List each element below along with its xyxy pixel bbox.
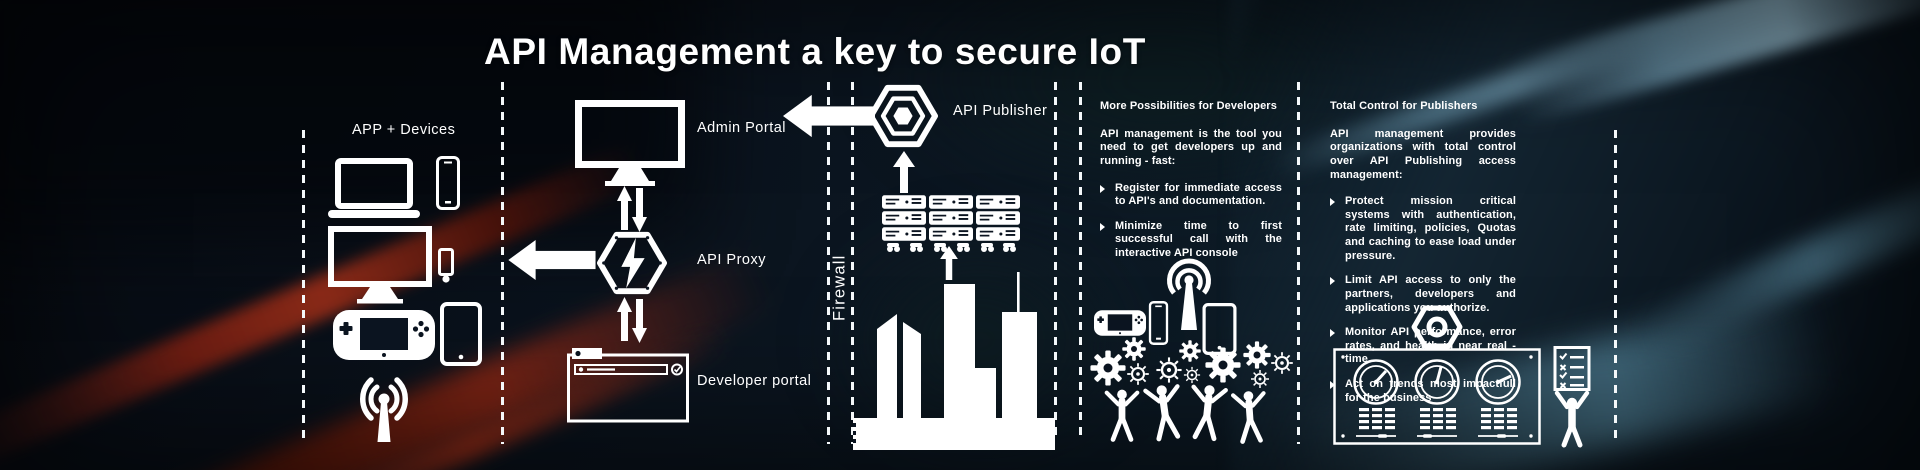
server-rack-icon [882,195,1020,252]
gear-icon [1179,340,1201,362]
section-divider [501,82,504,444]
publishers-heading: Total Control for Publishers [1330,100,1478,112]
bullet-item: Register for immediate access to API's a… [1100,182,1282,209]
monitor-icon [328,226,432,304]
tablet-icon [440,302,482,366]
celebrating-person-icon [1185,382,1229,446]
bullet-marker [1100,222,1105,231]
publishers-intro: API management provides organizations wi… [1330,127,1516,181]
bullet-marker [1330,277,1335,286]
bullet-marker [1100,184,1105,193]
bullet-text: Protect mission critical systems with au… [1345,195,1516,262]
bullet-text: Limit API access to only the partners, d… [1345,274,1516,314]
wifi-antenna-icon [360,377,408,442]
developers-heading: More Possibilities for Developers [1100,100,1277,112]
city-skyline-icon [853,272,1055,450]
media-player-icon [438,248,454,283]
section-divider [1614,130,1617,445]
developers-intro: API management is the tool you need to g… [1100,127,1282,167]
admin-portal-label: Admin Portal [697,120,787,136]
up-arrow-icon [893,151,915,193]
gamepad-icon [1094,310,1146,336]
hexagon-nut-icon [1411,305,1463,349]
bullet-marker [1330,198,1335,207]
api-proxy-label: API Proxy [697,252,766,268]
bullet-text: Minimize time to first successful call w… [1115,219,1282,259]
gear-icon [1090,350,1126,386]
publishers-bullet-list: Protect mission critical systems with au… [1330,195,1516,405]
bullet-marker [1330,381,1335,389]
publisher-to-admin-arrow-icon [783,94,875,138]
developer-portal-browser-icon [567,348,689,423]
section-divider [1079,82,1082,440]
bullet-item: Minimize time to first successful call w… [1100,220,1282,261]
section-divider [1054,82,1057,440]
bullet-item: Limit API access to only the partners, d… [1330,274,1516,315]
sync-arrows-icon [617,186,647,232]
laptop-icon [328,158,420,218]
api-publisher-hexagon-icon [868,84,938,148]
api-proxy-hexagon-icon [597,231,667,295]
section-divider [302,130,305,445]
gear-icon [1205,347,1241,383]
celebrating-person-icon [1230,389,1270,448]
developers-column: More Possibilities for Developers API ma… [1100,100,1282,272]
gear-outline-icon [1250,369,1270,389]
proxy-to-devices-arrow-icon [508,240,596,280]
firewall-divider-right [851,82,854,444]
celebrating-person-icon [1142,382,1188,447]
firewall-divider-left [827,82,830,444]
api-publisher-label: API Publisher [953,103,1048,119]
smartphone-icon [1148,301,1169,345]
dashboard-gauges-icon [1333,348,1541,445]
gear-outline-icon [1126,362,1150,386]
sync-arrows-icon [617,297,647,343]
gear-outline-icon [1270,351,1294,375]
bullet-marker [1330,329,1335,338]
publishers-column: Total Control for Publishers API managem… [1330,100,1516,416]
gamepad-icon [333,310,435,360]
gear-icon [1243,341,1271,369]
app-devices-label: APP + Devices [352,122,456,138]
checklist-person-icon [1553,346,1591,448]
celebrating-person-icon [1104,388,1140,446]
bullet-text: Register for immediate access to API's a… [1115,181,1282,208]
broadcast-antenna-icon [1167,258,1211,330]
bullet-item: Protect mission critical systems with au… [1330,195,1516,263]
gear-icon [1122,337,1146,361]
developer-portal-label: Developer portal [697,373,812,389]
page-title: API Management a key to secure IoT [484,30,1146,72]
smartphone-icon [436,156,460,210]
developers-bullet-list: Register for immediate access to API's a… [1100,182,1282,261]
admin-portal-monitor-icon [575,100,685,186]
section-divider [1297,82,1300,444]
